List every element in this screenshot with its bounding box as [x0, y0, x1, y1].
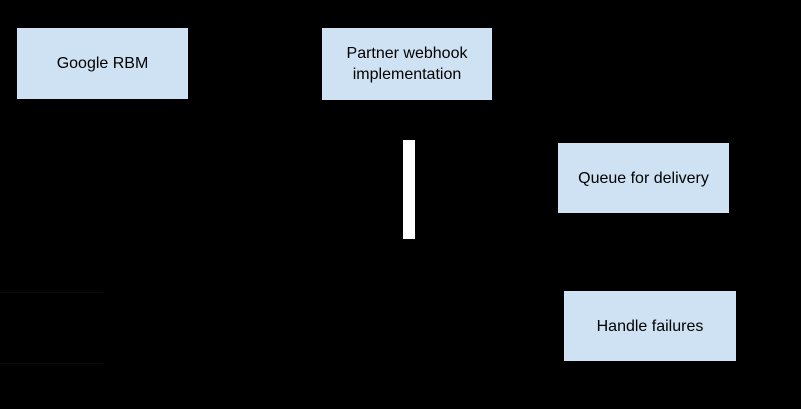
activation-bar [403, 140, 415, 239]
node-partner-webhook-implementation: Partner webhook implementation [322, 28, 492, 100]
faint-arrow-line-remnant [0, 292, 103, 293]
node-google-rbm-label: Google RBM [56, 55, 149, 72]
node-partner-webhook-implementation-label: Partner webhook implementation [346, 45, 468, 83]
faint-arrow-line-remnant [0, 363, 103, 364]
node-queue-for-delivery: Queue for delivery [558, 143, 729, 213]
node-google-rbm: Google RBM [17, 28, 188, 99]
node-queue-for-delivery-label: Queue for delivery [578, 169, 709, 187]
node-handle-failures-label: Handle failures [596, 317, 704, 335]
node-handle-failures: Handle failures [564, 291, 736, 361]
